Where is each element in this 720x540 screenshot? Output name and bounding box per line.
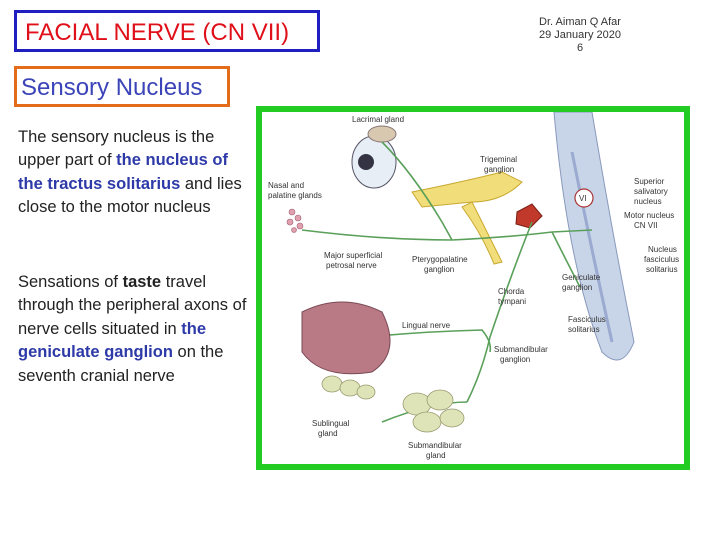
submandibular-gland-shape [402, 389, 465, 433]
paragraph2-text-3: on the seventh cranial nerve [18, 343, 224, 385]
label-pterygopalatine-1: Pterygopalatine [412, 255, 468, 264]
label-chorda-2: tympani [498, 297, 526, 306]
label-vi: VI [579, 194, 587, 203]
author-name: Dr. Aiman Q Afar [539, 16, 621, 28]
brainstem-shape [553, 112, 635, 361]
label-lingual-nerve: Lingual nerve [402, 321, 451, 330]
paragraph2-text: Sensations of [18, 273, 123, 291]
label-geniculate-1: Geniculate [562, 273, 601, 282]
paragraph1-text-2: and lies close to the motor nucleus [18, 174, 242, 217]
label-trigeminal-2: ganglion [484, 165, 514, 174]
label-motor-1: Motor nucleus [624, 211, 674, 220]
label-submandibular-gland-1: Submandibular [408, 441, 462, 450]
label-fasciculus-1: Fasciculus [568, 315, 606, 324]
tongue-shape [301, 301, 391, 375]
label-submandibular-ganglion-2: ganglion [500, 355, 530, 364]
lacrimal-gland-shape [367, 125, 397, 143]
author-date: 29 January 2020 [539, 29, 621, 41]
page-number: 6 [576, 42, 584, 54]
cn-vi-circle [574, 188, 594, 208]
pupil-icon [358, 154, 374, 170]
highlight-geniculate: the geniculate ganglion [18, 319, 207, 362]
label-major-superficial-2: petrosal nerve [326, 261, 377, 270]
facial-nerve-diagram: Lacrimal gland Nasal and palatine glands… [256, 106, 690, 470]
label-chorda-1: Chorda [498, 287, 525, 296]
label-major-superficial-1: Major superficial [324, 251, 382, 260]
highlight-taste: taste [122, 273, 162, 291]
geniculate-ganglion-shape [515, 203, 543, 229]
label-fasciculus-2: solitarius [568, 325, 600, 334]
slide-title: FACIAL NERVE (CN VII) [25, 19, 290, 46]
label-submandibular-ganglion-1: Submandibular [494, 345, 548, 354]
label-superior-3: nucleus [634, 197, 662, 206]
paragraph2-text-2: travel through the peripheral axons of n… [18, 273, 247, 338]
label-nucleus-2: fasciculus [644, 255, 679, 264]
label-nucleus-1: Nucleus [648, 245, 677, 254]
label-sublingual-2: gland [318, 429, 338, 438]
label-trigeminal-1: Trigeminal [480, 155, 517, 164]
label-nasal-1: Nasal and [268, 181, 304, 190]
author-info: Dr. Aiman Q Afar 29 January 2020 6 [520, 16, 640, 55]
label-superior-1: Superior [634, 177, 665, 186]
paragraph1-text: The sensory nucleus is the upper part of [18, 128, 215, 170]
trigeminal-branch-shape [461, 201, 503, 265]
label-motor-2: CN VII [634, 221, 658, 230]
label-sublingual-1: Sublingual [312, 419, 350, 428]
title-box: FACIAL NERVE (CN VII) [14, 10, 320, 52]
paragraph-sensory-nucleus: The sensory nucleus is the upper part of… [18, 126, 248, 220]
subtitle-box: Sensory Nucleus [14, 66, 230, 107]
nasal-glands-shape [286, 208, 304, 233]
trigeminal-ganglion-shape [411, 171, 523, 208]
label-nasal-2: palatine glands [268, 191, 322, 200]
label-superior-2: salivatory [634, 187, 668, 196]
label-pterygopalatine-2: ganglion [424, 265, 454, 274]
label-geniculate-2: ganglion [562, 283, 592, 292]
label-submandibular-gland-2: gland [426, 451, 446, 460]
nerve-paths [301, 141, 593, 423]
sublingual-gland-shape [321, 375, 376, 400]
slide-subtitle: Sensory Nucleus [21, 74, 203, 101]
highlight-nucleus-tractus: the nucleus of the tractus solitarius [18, 151, 228, 193]
brainstem-tract [570, 151, 614, 343]
diagram-svg: Lacrimal gland Nasal and palatine glands… [268, 112, 679, 460]
label-nucleus-3: solitarius [646, 265, 678, 274]
paragraph-taste: Sensations of taste travel through the p… [18, 271, 248, 388]
label-lacrimal: Lacrimal gland [352, 115, 404, 124]
